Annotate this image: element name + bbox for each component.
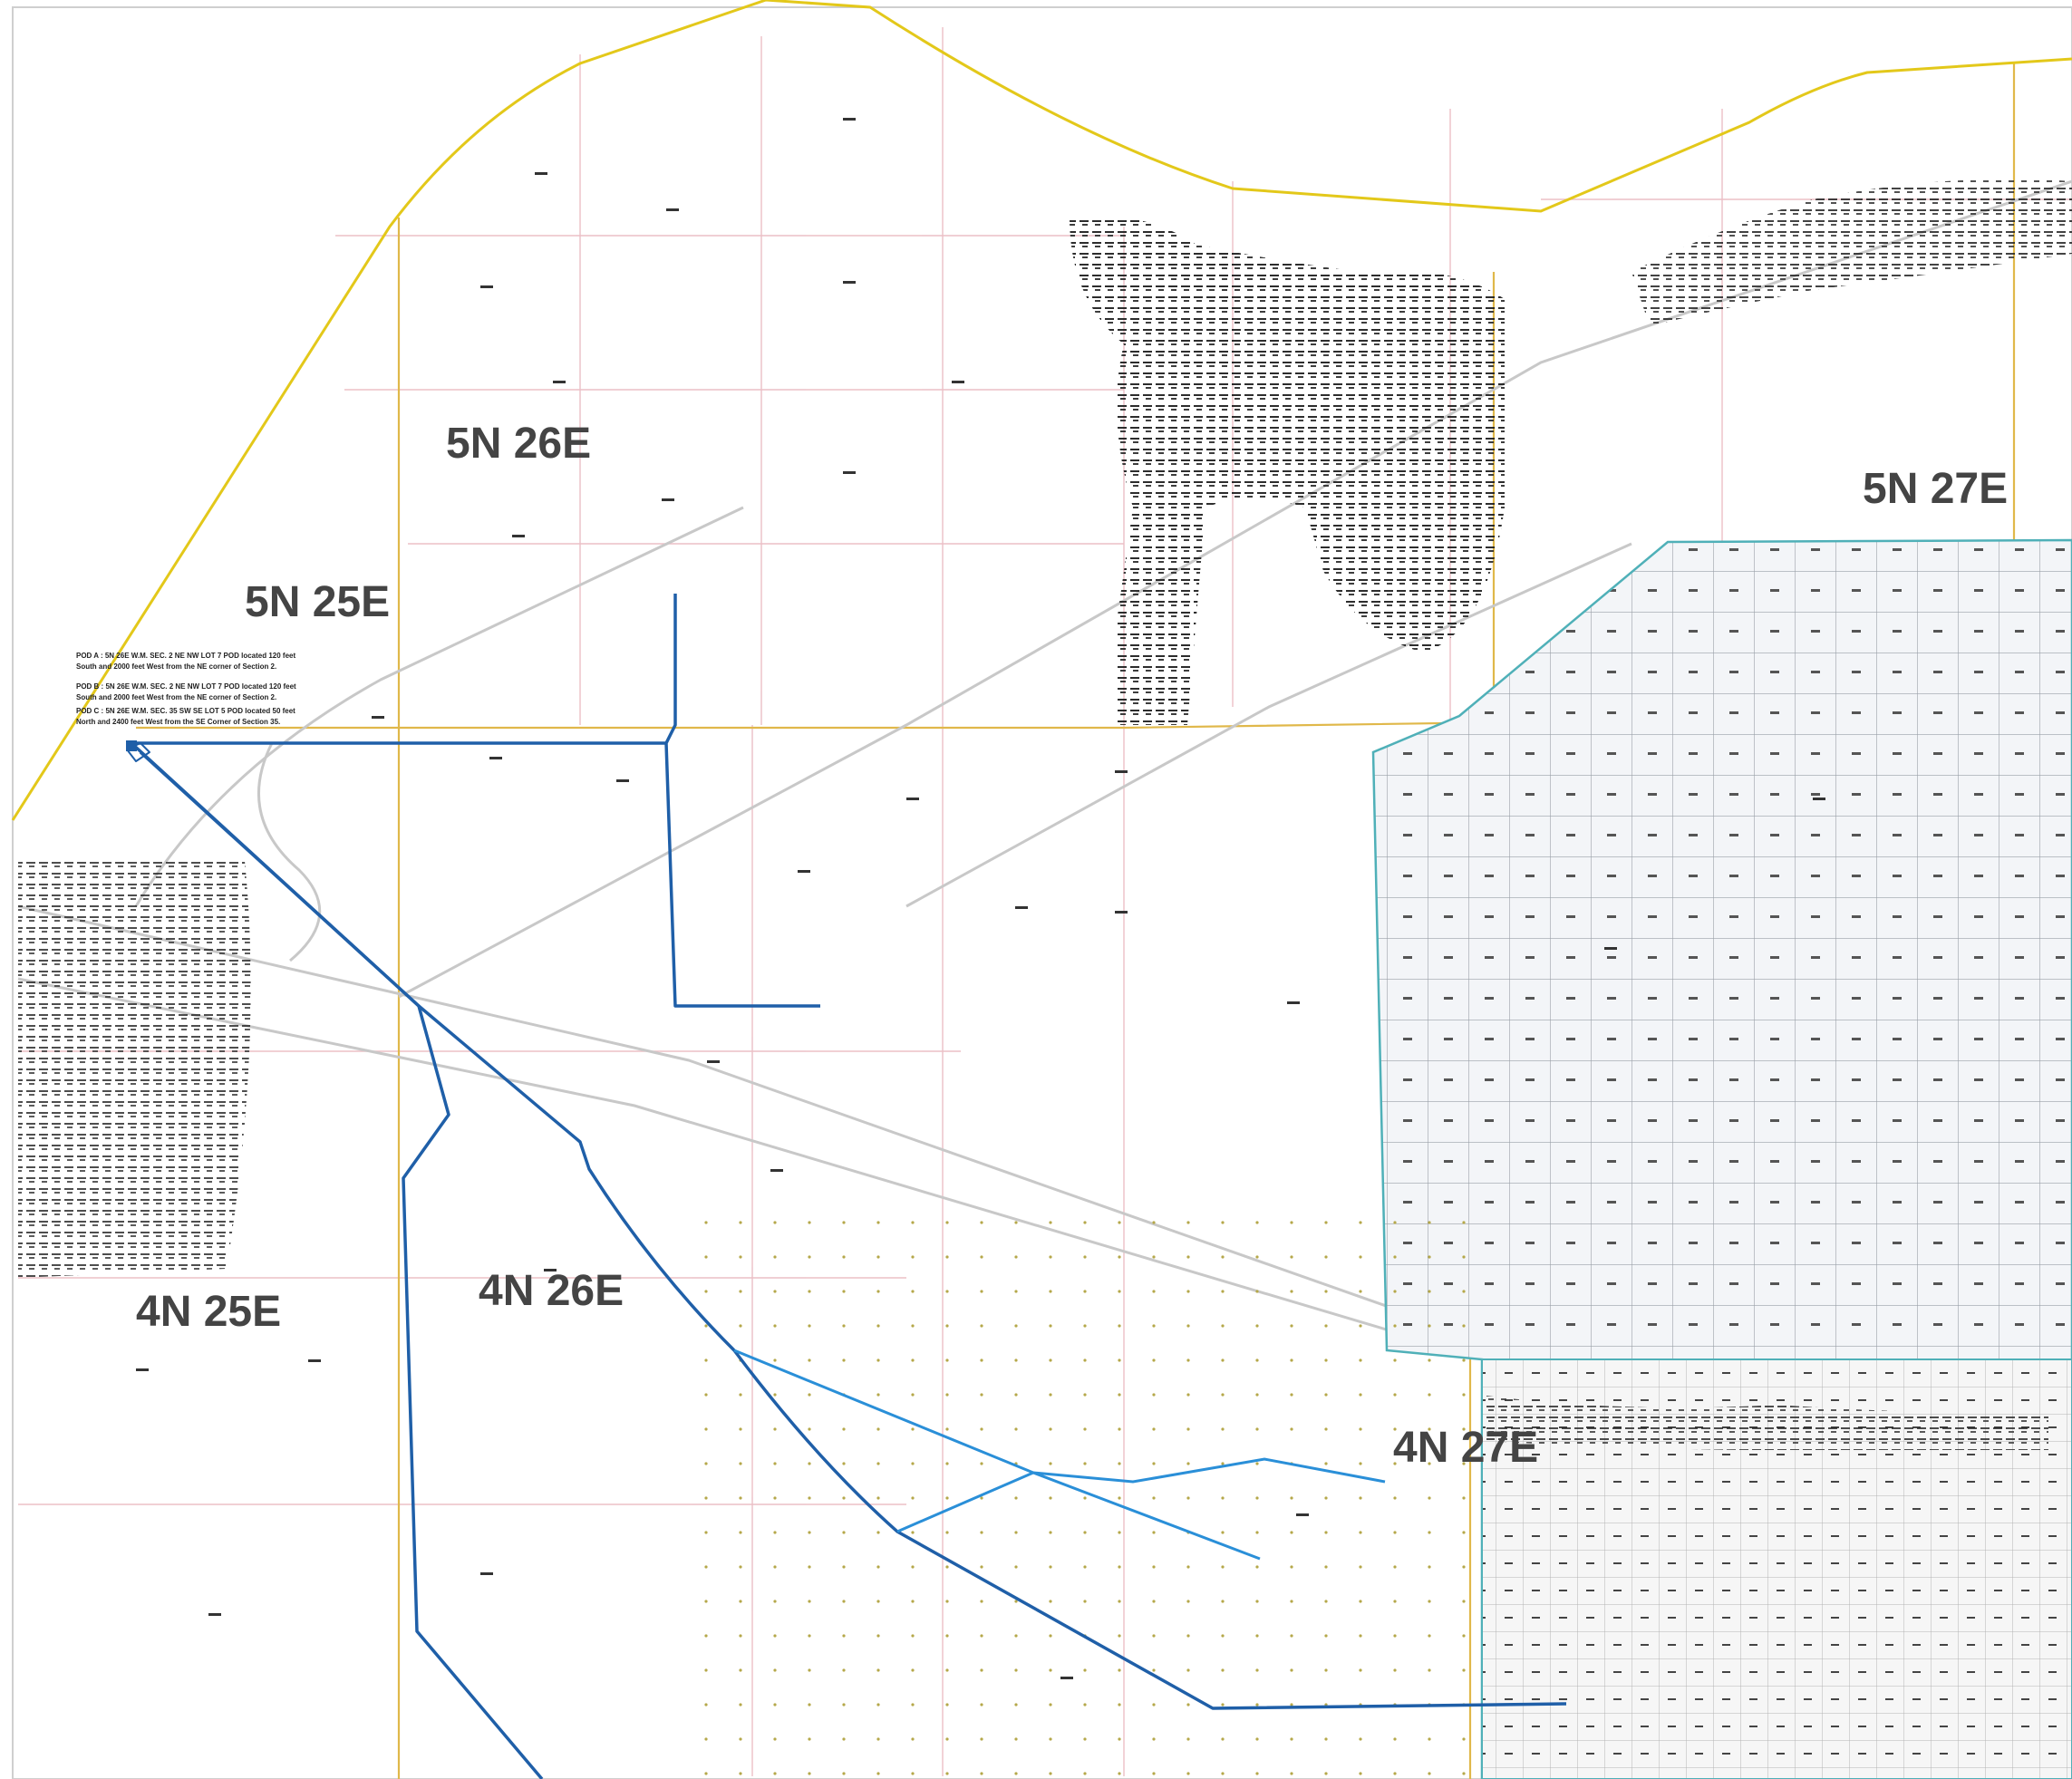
pod-b-line1: POD B : 5N 26E W.M. SEC. 2 NE NW LOT 7 P… bbox=[76, 682, 296, 691]
township-label-5n-25e: 5N 25E bbox=[245, 578, 390, 626]
well-clusters bbox=[18, 179, 2072, 1450]
pipeline-dark bbox=[126, 594, 1567, 1779]
pod-a-line2: South and 2000 feet West from the NE cor… bbox=[76, 662, 276, 671]
river-boundary bbox=[11, 0, 2072, 821]
pipeline-light bbox=[733, 1349, 1386, 1561]
pod-notes: POD A : 5N 26E W.M. SEC. 2 NE NW LOT 7 P… bbox=[76, 652, 296, 726]
township-label-5n-26e: 5N 26E bbox=[446, 420, 591, 468]
pod-a-line1: POD A : 5N 26E W.M. SEC. 2 NE NW LOT 7 P… bbox=[76, 652, 295, 660]
pod-c-line2: North and 2400 feet West from the SE Cor… bbox=[76, 718, 280, 726]
scattered-wells bbox=[136, 118, 1825, 1679]
dot-grid-parcels bbox=[689, 1214, 1477, 1776]
township-label-4n-27e: 4N 27E bbox=[1393, 1424, 1538, 1472]
pod-c-line1: POD C : 5N 26E W.M. SEC. 35 SW SE LOT 5 … bbox=[76, 707, 295, 715]
township-labels: 5N 26E 5N 25E 5N 27E 4N 25E 4N 26E 4N 27… bbox=[136, 420, 2008, 1472]
irrigation-district bbox=[1371, 538, 2072, 1779]
township-label-5n-27e: 5N 27E bbox=[1863, 465, 2008, 513]
pod-marker bbox=[126, 740, 137, 751]
pod-b-line2: South and 2000 feet West from the NE cor… bbox=[76, 693, 276, 701]
township-label-4n-26e: 4N 26E bbox=[479, 1267, 624, 1315]
township-label-4n-25e: 4N 25E bbox=[136, 1288, 281, 1336]
